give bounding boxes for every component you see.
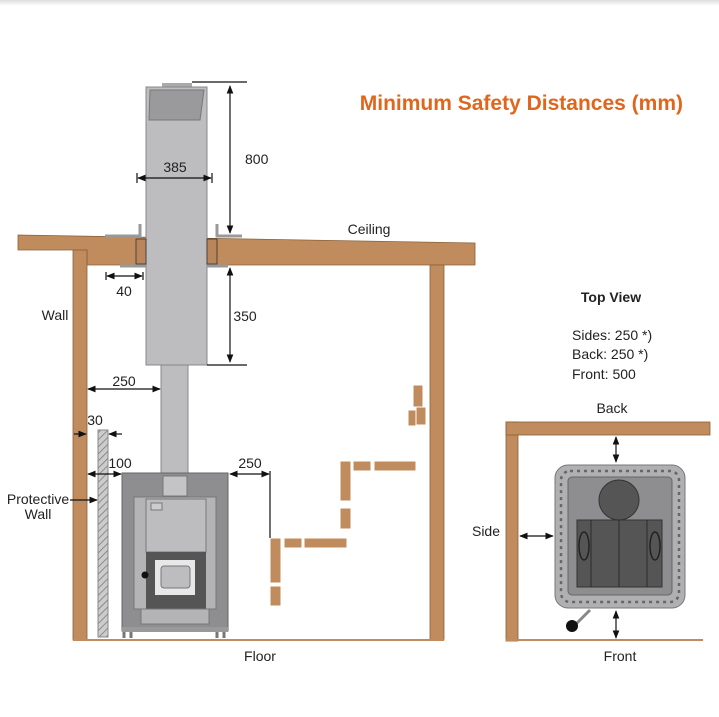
dim-385: 385 (163, 159, 187, 175)
top-side-wall (505, 421, 519, 642)
chimney-hood (148, 89, 205, 121)
top-shadow (0, 0, 719, 6)
side-view: 800 385 40 350 250 30 100 250 Wall Ceili… (7, 81, 476, 664)
label-wall: Wall (42, 307, 69, 323)
right-wall (429, 264, 445, 641)
dim-30: 30 (87, 412, 103, 428)
flue-pipe (160, 364, 189, 476)
top-view-front: Front: 500 (572, 366, 636, 382)
top-firebox (576, 519, 663, 588)
dim-250-wall: 250 (112, 373, 136, 389)
ceiling-insulation-right (206, 238, 218, 265)
chimney-cap (162, 83, 192, 88)
top-handle (566, 620, 578, 632)
label-back: Back (596, 400, 628, 416)
label-side: Side (472, 523, 500, 539)
insulated-chimney (145, 86, 208, 366)
top-view-back: Back: 250 *) (572, 346, 648, 362)
stove (121, 472, 229, 638)
top-view: Top View Sides: 250 *) Back: 250 *) Fron… (472, 289, 711, 664)
top-view-sides: Sides: 250 *) (572, 327, 652, 343)
top-view-heading: Top View (581, 289, 641, 305)
stove-legs (122, 632, 226, 638)
diagram-title: Minimum Safety Distances (mm) (360, 92, 683, 115)
top-back-wall (505, 421, 711, 436)
label-floor: Floor (244, 648, 276, 664)
top-flue (598, 479, 640, 521)
label-protective-wall-2: Wall (25, 506, 52, 522)
label-front: Front (604, 648, 637, 664)
dim-40: 40 (116, 283, 132, 299)
dim-100: 100 (108, 455, 132, 471)
dim-800: 800 (245, 151, 269, 167)
dim-350: 350 (233, 308, 257, 324)
label-ceiling: Ceiling (348, 221, 391, 237)
dim-250-wood: 250 (238, 455, 262, 471)
label-protective-wall-1: Protective (7, 491, 69, 507)
ceiling-flashing (105, 224, 242, 268)
stove-handle (141, 571, 149, 579)
wood-pile (269, 384, 427, 607)
dimension-lines (70, 81, 271, 538)
protective-wall (97, 429, 109, 638)
ceiling-insulation-left (135, 238, 147, 265)
left-wall (72, 249, 88, 641)
